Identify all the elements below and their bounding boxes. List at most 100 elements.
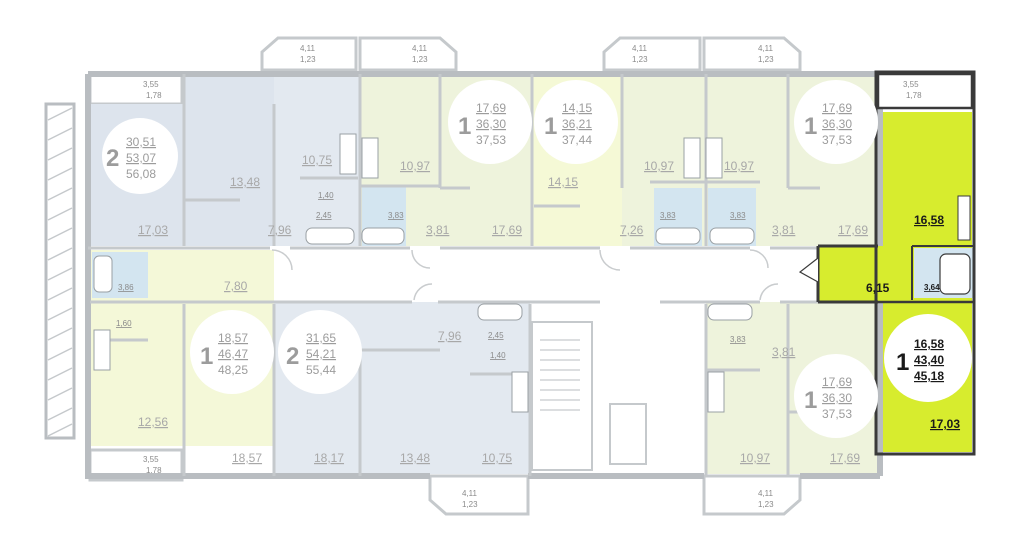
room-area: 12,56 <box>138 415 168 429</box>
rooms-count: 1 <box>804 113 817 140</box>
room-area: 10,97 <box>724 159 754 173</box>
total-with-balcony: 45,18 <box>914 369 944 383</box>
balcony-depth: 1,23 <box>758 500 774 509</box>
total-area: 36,30 <box>822 391 852 405</box>
staircase <box>531 321 647 471</box>
room-area: 3,83 <box>660 211 676 220</box>
total-area: 36,30 <box>822 117 852 131</box>
living-area: 16,58 <box>914 337 944 351</box>
room-area: 2,45 <box>488 331 504 340</box>
total-area: 36,30 <box>476 117 506 131</box>
room-area: 7,96 <box>438 329 462 343</box>
walls <box>44 70 976 479</box>
room-area: 3,81 <box>772 223 796 237</box>
apt7-badge: 1 17,69 36,30 37,53 <box>794 354 878 438</box>
total-area: 43,40 <box>914 353 944 367</box>
total-with-balcony: 56,08 <box>126 167 156 181</box>
room-area: 14,15 <box>548 175 578 189</box>
room-area: 13,48 <box>230 175 260 189</box>
room-area: 3,83 <box>730 335 746 344</box>
room-area: 6,15 <box>866 281 890 295</box>
living-area: 30,51 <box>126 135 156 149</box>
apt4-badge: 1 17,69 36,30 37,53 <box>794 80 878 164</box>
rooms-count: 1 <box>544 113 557 140</box>
balcony-area: 4,11 <box>758 44 774 53</box>
living-area: 18,57 <box>218 331 248 345</box>
balcony-depth: 1,23 <box>632 55 648 64</box>
total-with-balcony: 48,25 <box>218 363 248 377</box>
room-area: 17,03 <box>138 223 168 237</box>
balcony-area: 4,11 <box>632 44 648 53</box>
apt1-room <box>184 74 274 246</box>
total-with-balcony: 37,53 <box>822 133 852 147</box>
balcony-area: 3,55 <box>903 80 919 89</box>
balcony-area: 4,11 <box>412 44 428 53</box>
room-area: 1,40 <box>490 351 506 360</box>
room-area: 7,80 <box>224 279 248 293</box>
total-area: 54,21 <box>306 347 336 361</box>
balcony-left-top: 3,55 1,78 <box>88 72 184 106</box>
room-area: 13,48 <box>400 451 430 465</box>
room-area: 3,83 <box>730 211 746 220</box>
living-area: 31,65 <box>306 331 336 345</box>
balcony-area: 4,11 <box>300 44 316 53</box>
apt8-hall <box>818 246 880 302</box>
room-area: 17,69 <box>838 223 868 237</box>
room-area: 3,83 <box>388 211 404 220</box>
room-area: 10,75 <box>302 153 332 167</box>
balcony-area: 3,55 <box>143 455 159 464</box>
room-area: 10,97 <box>644 159 674 173</box>
balcony-top-4: 4,11 1,23 <box>702 36 802 72</box>
total-area: 36,21 <box>562 117 592 131</box>
balcony-area: 3,55 <box>143 80 159 89</box>
living-area: 17,69 <box>822 375 852 389</box>
apt2-badge: 1 17,69 36,30 37,53 <box>448 80 532 164</box>
total-with-balcony: 55,44 <box>306 363 336 377</box>
room-area: 10,97 <box>740 451 770 465</box>
room-area: 7,26 <box>620 223 644 237</box>
balcony-depth: 1,23 <box>300 55 316 64</box>
total-with-balcony: 37,53 <box>476 133 506 147</box>
room-area: 7,96 <box>268 223 292 237</box>
living-area: 14,15 <box>562 101 592 115</box>
room-area: 1,40 <box>318 191 334 200</box>
room-area: 17,69 <box>830 451 860 465</box>
total-area: 53,07 <box>126 151 156 165</box>
room-area: 18,17 <box>314 451 344 465</box>
apt5-badge: 1 18,57 46,47 48,25 <box>190 310 274 394</box>
room-area: 16,58 <box>914 213 944 227</box>
balcony-top-3: 4,11 1,23 <box>602 36 702 72</box>
room-area: 1,60 <box>116 319 132 328</box>
living-area: 17,69 <box>822 101 852 115</box>
doors <box>271 249 819 301</box>
room-area: 18,57 <box>232 451 262 465</box>
balcony-depth: 1,78 <box>906 91 922 100</box>
balcony-area: 4,11 <box>758 489 774 498</box>
room-labels: 17,03 13,48 10,75 7,96 1,40 2,45 3,83 10… <box>116 153 960 465</box>
fixtures <box>93 133 971 413</box>
apt6-badge: 2 31,65 54,21 55,44 <box>278 310 362 394</box>
apt3-badge: 1 14,15 36,21 37,44 <box>534 80 618 164</box>
room-area: 17,03 <box>930 417 960 431</box>
room-area: 2,45 <box>316 211 332 220</box>
balcony-depth: 1,78 <box>146 91 162 100</box>
apt8-badge: 1 16,58 43,40 45,18 <box>884 314 972 402</box>
total-with-balcony: 37,53 <box>822 407 852 421</box>
rooms-count: 1 <box>458 113 471 140</box>
room-area: 3,81 <box>772 345 796 359</box>
total-area: 46,47 <box>218 347 248 361</box>
apt1-badge: 2 30,51 53,07 56,08 <box>102 118 178 194</box>
living-area: 17,69 <box>476 101 506 115</box>
rooms-count: 2 <box>286 343 299 370</box>
rooms-count: 1 <box>804 387 817 414</box>
room-area: 17,69 <box>492 223 522 237</box>
balcony-depth: 1,23 <box>462 500 478 509</box>
rooms-count: 2 <box>106 145 119 172</box>
room-area: 10,75 <box>482 451 512 465</box>
room-area: 3,64 <box>924 283 940 292</box>
total-with-balcony: 37,44 <box>562 133 592 147</box>
balcony-bottom-2: 4,11 1,23 <box>702 474 802 516</box>
balcony-top-1: 4,11 1,23 <box>260 36 358 72</box>
rooms-count: 1 <box>896 349 909 376</box>
